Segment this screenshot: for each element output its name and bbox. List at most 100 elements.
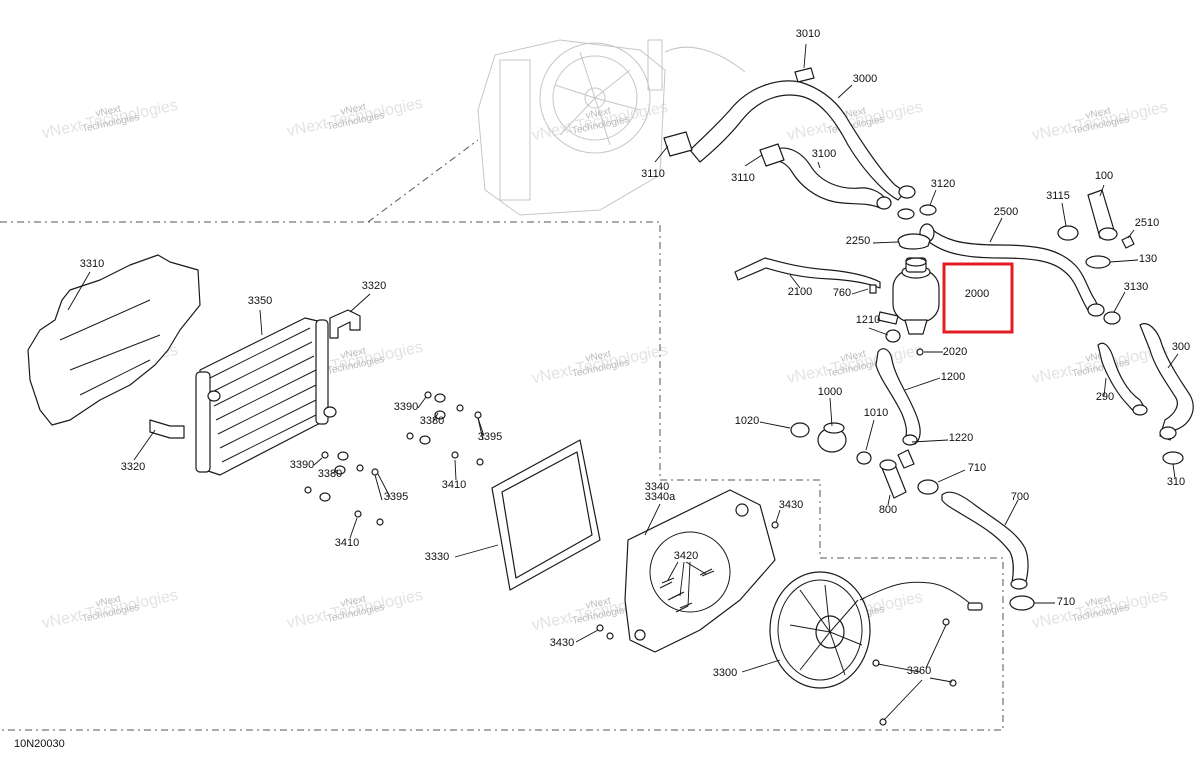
hardware-cluster-lower: [304, 451, 384, 526]
callout-label-3320: 3320: [121, 461, 145, 473]
callout-label-3130: 3130: [1124, 281, 1148, 293]
radiator-3350: [195, 317, 337, 476]
shroud-3310-detail: [59, 299, 161, 396]
callout-label-3395: 3395: [478, 431, 502, 443]
callout-label-3000: 3000: [853, 73, 877, 85]
upper-hose-3000: [663, 67, 916, 201]
callout-label-3110: 3110: [731, 172, 755, 184]
callout-label-2250: 2250: [846, 235, 870, 247]
callout-label-3115: 3115: [1046, 190, 1070, 202]
nut-3430-upper: [771, 521, 779, 529]
svg-text:vNext: vNext: [840, 349, 868, 365]
callout-label-710: 710: [1057, 596, 1075, 608]
bracket-3320-upper: [329, 309, 361, 339]
lower-hose-3100: [759, 143, 892, 210]
fitting-800: [879, 459, 907, 499]
clamp-1020: [790, 422, 810, 438]
callout-label-2000: 2000: [965, 288, 989, 300]
callout-label-3360: 3360: [907, 665, 931, 677]
callout-label-1020: 1020: [735, 415, 759, 427]
highlight-box-2000: [942, 262, 1014, 334]
coolant-reservoir-2000: [877, 257, 940, 335]
callout-label-710: 710: [968, 462, 986, 474]
o-ring-1010: [856, 451, 872, 465]
callout-label-3340: 3340: [645, 481, 669, 493]
fitting-1220: [897, 449, 915, 469]
svg-text:vNext: vNext: [95, 594, 123, 610]
callout-label-3340a: 3340a: [645, 491, 676, 503]
clamp-130: [1085, 255, 1111, 269]
callout-label-3420: 3420: [674, 550, 698, 562]
callout-label-1210: 1210: [856, 314, 880, 326]
callout-label-3120: 3120: [931, 178, 955, 190]
callout-label-3320: 3320: [362, 280, 386, 292]
callout-label-290: 290: [1096, 391, 1114, 403]
leader-lines: [67, 43, 1179, 721]
clamp-310: [1162, 451, 1184, 465]
callout-label-760: 760: [833, 287, 851, 299]
callout-label-3380: 3380: [318, 468, 342, 480]
hose-300: [1139, 323, 1194, 441]
callout-label-3395: 3395: [384, 491, 408, 503]
hardware-cluster-upper: [406, 391, 484, 466]
gasket-3330: [491, 439, 601, 591]
svg-text:vNext: vNext: [585, 106, 613, 122]
fan-shroud-3340: [624, 489, 776, 653]
callout-label-3100: 3100: [812, 148, 836, 160]
callout-label-1200: 1200: [941, 371, 965, 383]
callout-label-800: 800: [879, 504, 897, 516]
callout-label-700: 700: [1011, 491, 1029, 503]
svg-text:vNext: vNext: [340, 346, 368, 362]
screws-3420: [661, 570, 715, 609]
svg-text:vNext: vNext: [340, 102, 368, 118]
callout-label-3410: 3410: [442, 479, 466, 491]
hose-290: [1097, 342, 1148, 416]
callout-label-2100: 2100: [788, 286, 812, 298]
svg-text:vNext: vNext: [1085, 106, 1113, 122]
callout-label-3390: 3390: [290, 459, 314, 471]
callout-label-3380: 3380: [420, 415, 444, 427]
diagram-code: 10N20030: [14, 738, 65, 750]
callout-label-3350: 3350: [248, 295, 272, 307]
callout-label-3390: 3390: [394, 401, 418, 413]
clamp-3115: [1057, 225, 1079, 241]
cap-2250: [897, 233, 931, 250]
hose-1200: [875, 348, 921, 446]
hose-700: [941, 491, 1029, 590]
callout-label-3430: 3430: [550, 637, 574, 649]
callout-label-3410: 3410: [335, 537, 359, 549]
callout-label-130: 130: [1139, 253, 1157, 265]
callout-label-1010: 1010: [864, 407, 888, 419]
clamp-1210: [885, 329, 901, 343]
clip-760: [869, 284, 877, 294]
callout-label-300: 300: [1172, 341, 1190, 353]
clamp-3120: [897, 204, 937, 220]
radiator-assembly-leader: [367, 139, 479, 223]
nut-3430-lower-a: [596, 624, 604, 632]
bracket-3320-lower: [149, 419, 185, 439]
ghost-radiator-assembly: [477, 39, 746, 216]
svg-text:vNext: vNext: [340, 594, 368, 610]
callout-label-100: 100: [1095, 170, 1113, 182]
callout-label-3010: 3010: [796, 28, 820, 40]
callout-label-3300: 3300: [713, 667, 737, 679]
svg-text:vNext: vNext: [1085, 594, 1113, 610]
radiator-assembly-outline: [0, 221, 1004, 731]
screw-2020: [916, 348, 924, 356]
nut-3430-lower-b: [606, 632, 614, 640]
callout-label-1220: 1220: [949, 432, 973, 444]
clamp-3130: [1103, 311, 1121, 325]
callout-label-3430: 3430: [779, 499, 803, 511]
